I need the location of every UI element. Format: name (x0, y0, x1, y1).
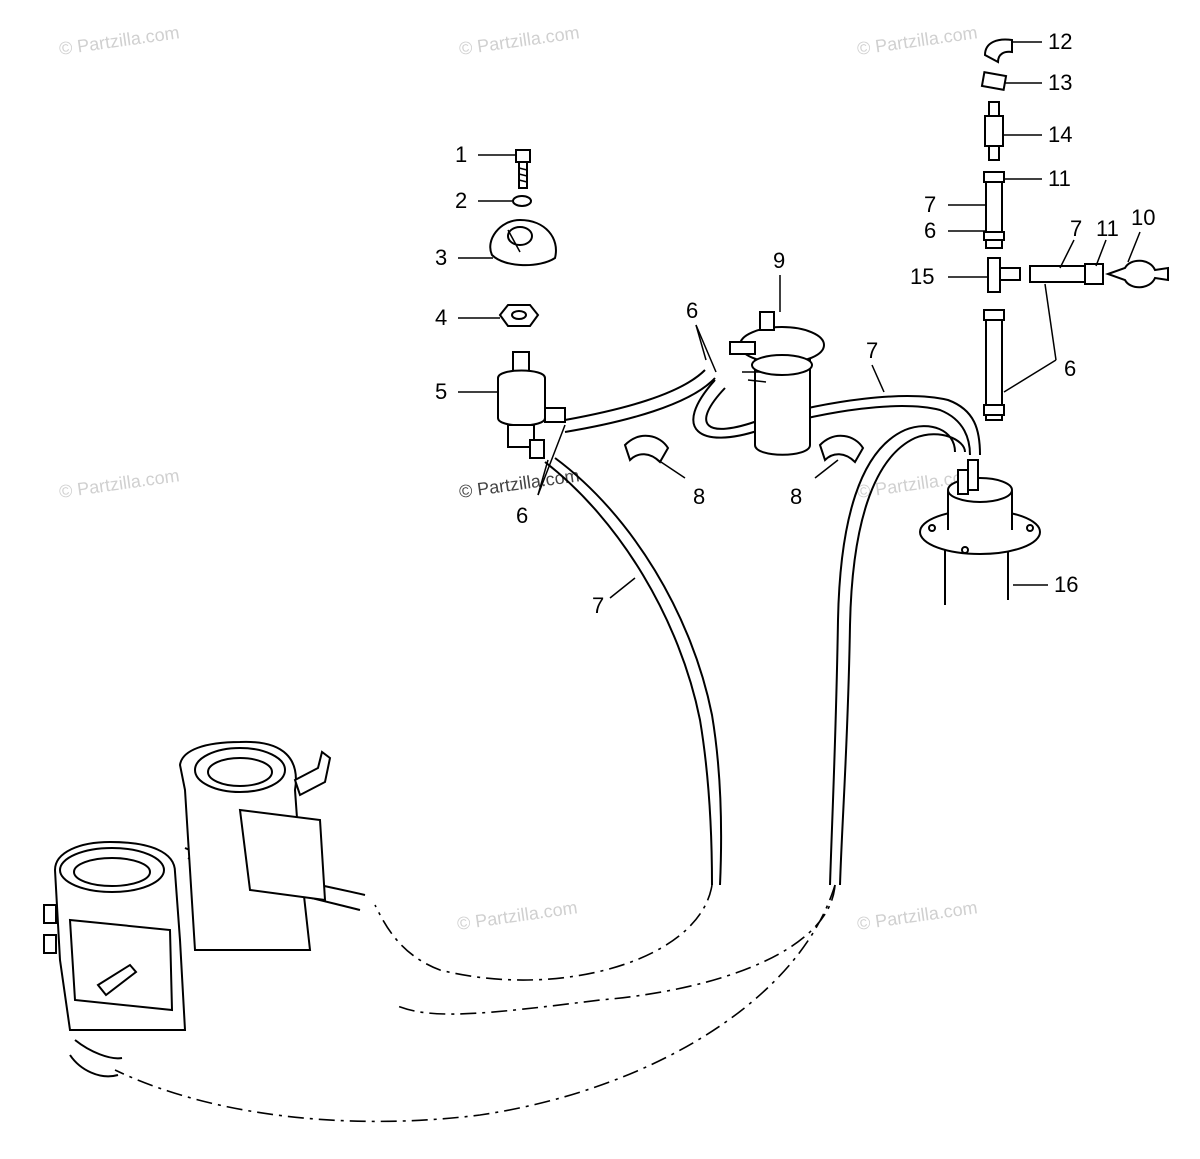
watermark-center: © Partzilla.com (458, 465, 581, 502)
nut (498, 304, 540, 327)
bolt (515, 149, 531, 189)
callout-7: 7 (866, 338, 878, 363)
washer (512, 195, 532, 207)
fuel-valve-knob (489, 218, 557, 267)
callout-15: 15 (910, 264, 934, 289)
vent-fitting (1104, 259, 1169, 289)
vent-cap (980, 71, 1008, 91)
watermark: © Partzilla.com (458, 22, 581, 59)
hose-clamp (623, 434, 670, 464)
callout-11: 11 (1096, 216, 1119, 241)
callout-8: 8 (790, 484, 802, 509)
fuel-filter-canister (729, 311, 825, 456)
callout-16: 16 (1054, 572, 1078, 597)
callout-8: 8 (693, 484, 705, 509)
callout-1: 1 (455, 142, 467, 167)
callout-6: 6 (1064, 356, 1076, 381)
carburetor-rear (178, 740, 332, 951)
callout-2: 2 (455, 188, 467, 213)
side-tube (1029, 263, 1104, 285)
vent-tube (983, 171, 1005, 249)
carburetor-front (43, 840, 187, 1031)
callout-12: 12 (1048, 29, 1072, 54)
callout-5: 5 (435, 379, 447, 404)
fuel-pickup-unit (919, 459, 1041, 605)
watermark: © Partzilla.com (456, 897, 579, 934)
check-valve (984, 101, 1004, 161)
callout-4: 4 (435, 305, 447, 330)
callout-6: 6 (924, 218, 936, 243)
callout-7: 7 (592, 593, 604, 618)
callout-14: 14 (1048, 122, 1072, 147)
vent-elbow (983, 38, 1013, 64)
callout-7: 7 (924, 192, 936, 217)
lower-vent-tube (983, 309, 1005, 421)
callout-9: 9 (773, 248, 785, 273)
callout-10: 10 (1131, 205, 1155, 230)
callout-6: 6 (686, 298, 698, 323)
callouts: 1 2 3 4 5 6 6 6 6 7 7 7 7 8 8 9 10 11 11… (435, 29, 1155, 618)
callout-6: 6 (516, 503, 528, 528)
callout-3: 3 (435, 245, 447, 270)
hoses (69, 369, 981, 1123)
watermark: © Partzilla.com (856, 897, 979, 934)
leader-lines (458, 41, 1141, 599)
tee-fitting (987, 257, 1021, 293)
watermark: © Partzilla.com (58, 465, 181, 502)
callout-7: 7 (1070, 216, 1082, 241)
callout-11: 11 (1048, 166, 1071, 191)
fuel-filter (497, 351, 566, 459)
watermark: © Partzilla.com (58, 22, 181, 59)
watermark: © Partzilla.com (856, 22, 979, 59)
callout-13: 13 (1048, 70, 1072, 95)
hose-clamp (818, 434, 865, 464)
